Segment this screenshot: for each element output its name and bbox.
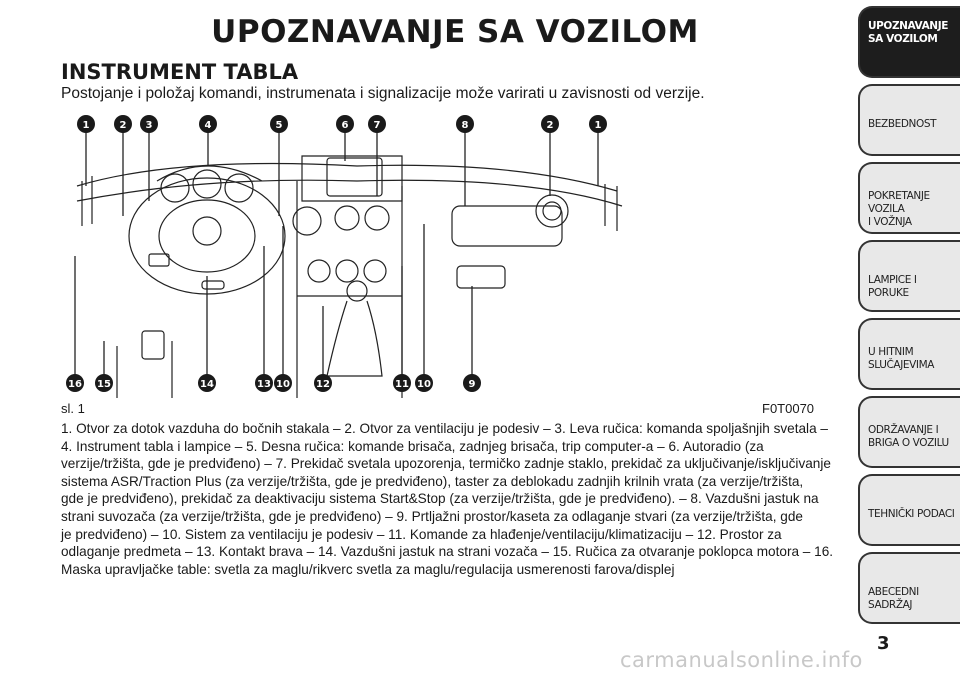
caption-line: verzije/tržišta, gde je predviđeno) – 7.… xyxy=(61,456,831,472)
callout-14: 14 xyxy=(198,374,216,392)
page-title: UPOZNAVANJE SA VOZILOM xyxy=(211,14,699,50)
svg-text:7: 7 xyxy=(374,120,381,131)
svg-text:14: 14 xyxy=(200,379,214,390)
tab-upoznavanje[interactable]: UPOZNAVANJE SA VOZILOM xyxy=(858,6,960,78)
svg-text:13: 13 xyxy=(257,379,271,390)
caption-line: 1. Otvor za dotok vazduha do bočnih stak… xyxy=(61,421,828,436)
figure-code: F0T0070 xyxy=(762,401,815,416)
svg-text:15: 15 xyxy=(97,379,111,390)
tab-lampice[interactable]: LAMPICE I PORUKE xyxy=(858,240,960,312)
caption-line: strani suvozača (za verzije/tržišta, gde… xyxy=(61,508,803,524)
svg-text:5: 5 xyxy=(276,120,283,131)
svg-text:3: 3 xyxy=(146,120,153,131)
intro-text: Postojanje i položaj komandi, instrumena… xyxy=(61,85,705,102)
callout-12: 12 xyxy=(314,374,332,392)
svg-text:2: 2 xyxy=(120,120,127,131)
tab-hitni[interactable]: U HITNIM SLUČAJEVIMA xyxy=(858,318,960,390)
caption-line: Maska upravljačke table: svetla za maglu… xyxy=(61,561,675,577)
svg-text:12: 12 xyxy=(316,379,330,390)
figure-label: sl. 1 xyxy=(61,401,85,416)
svg-text:1: 1 xyxy=(83,120,90,131)
callout-1-top: 1 xyxy=(77,115,95,133)
callout-7-top: 7 xyxy=(368,115,386,133)
callout-10-left: 10 xyxy=(274,374,292,392)
caption-line: 4. Instrument tabla i lampice – 5. Desna… xyxy=(61,438,764,454)
svg-text:6: 6 xyxy=(342,120,349,131)
callout-1-right-top: 1 xyxy=(589,115,607,133)
callout-2-top: 2 xyxy=(114,115,132,133)
chapter-sidebar: UPOZNAVANJE SA VOZILOM BEZBEDNOST POKRET… xyxy=(858,0,960,678)
caption-line: odlaganje predmeta – 13. Kontakt brava –… xyxy=(61,544,834,560)
svg-text:11: 11 xyxy=(395,379,409,390)
callout-5-top: 5 xyxy=(270,115,288,133)
svg-text:10: 10 xyxy=(276,379,290,390)
figure-caption: 1. Otvor za dotok vazduha do bočnih stak… xyxy=(61,420,846,578)
svg-text:4: 4 xyxy=(205,120,212,131)
callout-10-right: 10 xyxy=(415,374,433,392)
tab-tehnicki[interactable]: TEHNIČKI PODACI xyxy=(858,474,960,546)
tab-pokretanje[interactable]: POKRETANJE VOZILA I VOŽNJA xyxy=(858,162,960,234)
callout-15: 15 xyxy=(95,374,113,392)
callout-3-top: 3 xyxy=(140,115,158,133)
svg-text:10: 10 xyxy=(417,379,431,390)
caption-line: sistema ASR/Traction Plus (za verzije/tr… xyxy=(61,473,804,489)
watermark: carmanualsonline.info xyxy=(620,648,863,672)
callout-4-top: 4 xyxy=(199,115,217,133)
callout-9: 9 xyxy=(463,374,481,392)
callout-11: 11 xyxy=(393,374,411,392)
tab-bezbednost[interactable]: BEZBEDNOST xyxy=(858,84,960,156)
caption-line: gde je predviđeno), prekidač za deaktiva… xyxy=(61,491,819,507)
tab-abecedni[interactable]: ABECEDNI SADRŽAJ xyxy=(858,552,960,624)
svg-text:2: 2 xyxy=(547,120,554,131)
callout-16: 16 xyxy=(66,374,84,392)
page-number: 3 xyxy=(877,633,890,654)
callouts-top: 1 2 3 4 5 6 7 8 2 1 xyxy=(77,115,607,133)
callout-8-top: 8 xyxy=(456,115,474,133)
callout-2-right-top: 2 xyxy=(541,115,559,133)
tab-odrzavanje[interactable]: ODRŽAVANJE I BRIGA O VOZILU xyxy=(858,396,960,468)
caption-line: je predviđeno) – 10. Sistem za ventilaci… xyxy=(61,526,782,542)
callouts-bottom: 16 15 14 13 10 12 11 10 9 xyxy=(66,374,481,392)
dashboard-figure: 1 2 3 4 5 6 7 8 2 1 16 15 14 13 10 12 11… xyxy=(57,106,641,398)
svg-text:1: 1 xyxy=(595,120,602,131)
svg-text:8: 8 xyxy=(462,120,469,131)
callout-13: 13 xyxy=(255,374,273,392)
svg-text:16: 16 xyxy=(68,379,82,390)
svg-text:9: 9 xyxy=(469,379,476,390)
section-title: INSTRUMENT TABLA xyxy=(61,60,299,84)
dashboard-illustration: 1 2 3 4 5 6 7 8 2 1 16 15 14 13 10 12 11… xyxy=(57,106,641,398)
callout-6-top: 6 xyxy=(336,115,354,133)
